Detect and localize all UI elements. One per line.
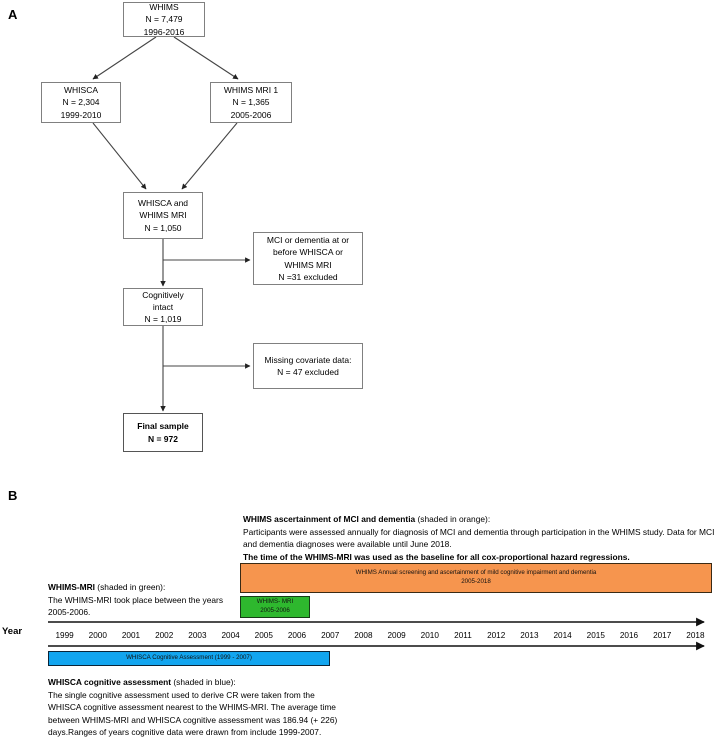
note-green: WHIMS-MRI (shaded in green): The WHIMS-M…: [48, 581, 238, 619]
year-tick-2003: 2003: [188, 631, 207, 640]
note-green-heading-suffix: (shaded in green):: [94, 582, 166, 592]
flowchart-node-cognitively-intact: Cognitively intact N = 1,019: [123, 288, 203, 326]
node-line: N = 1,050: [144, 222, 182, 233]
note-blue-heading-row: WHISCA cognitive assessment (shaded in b…: [48, 676, 338, 689]
year-tick-2012: 2012: [487, 631, 506, 640]
year-tick-1999: 1999: [55, 631, 74, 640]
flowchart-node-whisca-and-whims-mri: WHISCA and WHIMS MRI N = 1,050: [123, 192, 203, 239]
node-line: Cognitively: [142, 289, 184, 300]
flowchart-node-whisca: WHISCA N = 2,304 1999-2010: [41, 82, 121, 123]
bar-line-2: 2005-2018: [461, 578, 491, 585]
note-blue: WHISCA cognitive assessment (shaded in b…: [48, 676, 338, 739]
node-line: N = 47 excluded: [277, 367, 339, 377]
node-line: intact: [152, 301, 174, 312]
flowchart-node-whims-mri-1: WHIMS MRI 1 N = 1,365 2005-2006: [210, 82, 292, 123]
node-line: 1996-2016: [143, 26, 185, 37]
year-tick-2008: 2008: [354, 631, 373, 640]
timeline-bar-green: WHIMS- MRI 2005-2006: [240, 596, 310, 618]
year-tick-2016: 2016: [619, 631, 639, 640]
year-tick-2001: 2001: [121, 631, 141, 640]
axis-title-year: Year: [2, 626, 23, 637]
node-line: N = 1,365: [232, 97, 270, 108]
timeline-bar-orange: WHIMS Annual screening and ascertainment…: [240, 563, 712, 593]
node-line: N = 1,019: [144, 314, 182, 325]
flowchart-node-excluded-mci-dementia: MCI or dementia at or before WHISCA or W…: [253, 232, 363, 285]
node-line: WHIMS MRI 1: [223, 85, 279, 96]
flowchart-node-final-sample: Final sample N = 972: [123, 413, 203, 452]
year-tick-2007: 2007: [321, 631, 340, 640]
year-tick-2013: 2013: [520, 631, 539, 640]
panel-a-letter: A: [8, 7, 18, 22]
note-orange: WHIMS ascertainment of MCI and dementia …: [243, 513, 715, 563]
note-orange-heading-suffix: (shaded in orange):: [415, 514, 491, 524]
note-blue-body: The single cognitive assessment used to …: [48, 689, 338, 738]
node-line: N = 2,304: [62, 97, 100, 108]
year-tick-2010: 2010: [420, 631, 439, 640]
note-green-body: The WHIMS-MRI took place between the yea…: [48, 594, 224, 618]
note-blue-heading: WHISCA cognitive assessment: [48, 677, 172, 687]
panel-b-letter: B: [8, 488, 18, 503]
year-tick-2009: 2009: [387, 631, 406, 640]
year-tick-2002: 2002: [155, 631, 174, 640]
year-tick-2005: 2005: [254, 631, 273, 640]
note-green-heading: WHIMS-MRI: [48, 582, 95, 592]
note-green-heading-row: WHIMS-MRI (shaded in green):: [48, 581, 238, 594]
year-tick-2011: 2011: [454, 631, 472, 640]
timeline-bar-blue: WHISCA Cognitive Assessment (1999 - 2007…: [48, 651, 330, 666]
note-blue-heading-suffix: (shaded in blue):: [171, 677, 236, 687]
node-line: WHISCA: [64, 85, 98, 96]
note-orange-body: Participants were assessed annually for …: [243, 526, 715, 550]
bar-line-1: WHISCA Cognitive Assessment (1999 - 2007…: [126, 654, 252, 662]
year-tick-2004: 2004: [221, 631, 240, 640]
year-tick-2015: 2015: [586, 631, 605, 640]
node-line: N = 7,479: [145, 14, 183, 25]
node-line: before WHISCA or: [273, 247, 343, 258]
node-line: WHIMS MRI: [139, 210, 187, 221]
flowchart-node-excluded-missing-covariates: Missing covariate data: N = 47 excluded: [253, 343, 363, 389]
node-line: WHISCA and: [137, 198, 189, 209]
node-line: WHIMS: [149, 2, 179, 13]
node-line: N = 972: [147, 433, 178, 444]
year-tick-2017: 2017: [653, 631, 672, 640]
node-line: Final sample: [137, 421, 189, 432]
bar-line-1: WHIMS Annual screening and ascertainment…: [355, 569, 597, 577]
bar-line-2: 2005-2006: [260, 607, 290, 614]
year-tick-2018: 2018: [686, 631, 705, 640]
flowchart-node-whims: WHIMS N = 7,479 1996-2016: [123, 2, 205, 37]
node-line: 2005-2006: [230, 109, 272, 120]
note-orange-heading-row: WHIMS ascertainment of MCI and dementia …: [243, 513, 715, 526]
node-line: N =31 excluded: [278, 271, 338, 282]
year-tick-2000: 2000: [88, 631, 107, 640]
note-orange-heading: WHIMS ascertainment of MCI and dementia: [243, 514, 416, 524]
year-tick-2014: 2014: [553, 631, 572, 640]
node-line: WHIMS MRI: [284, 259, 332, 270]
note-orange-bold-line: The time of the WHIMS-MRI was used as th…: [243, 551, 630, 562]
node-line: MCI or dementia at or: [266, 234, 350, 245]
year-tick-2006: 2006: [287, 631, 307, 640]
bar-line-1: WHIMS- MRI: [256, 598, 294, 606]
node-line: Missing covariate data:: [264, 354, 352, 365]
node-line: 1999-2010: [60, 109, 102, 120]
